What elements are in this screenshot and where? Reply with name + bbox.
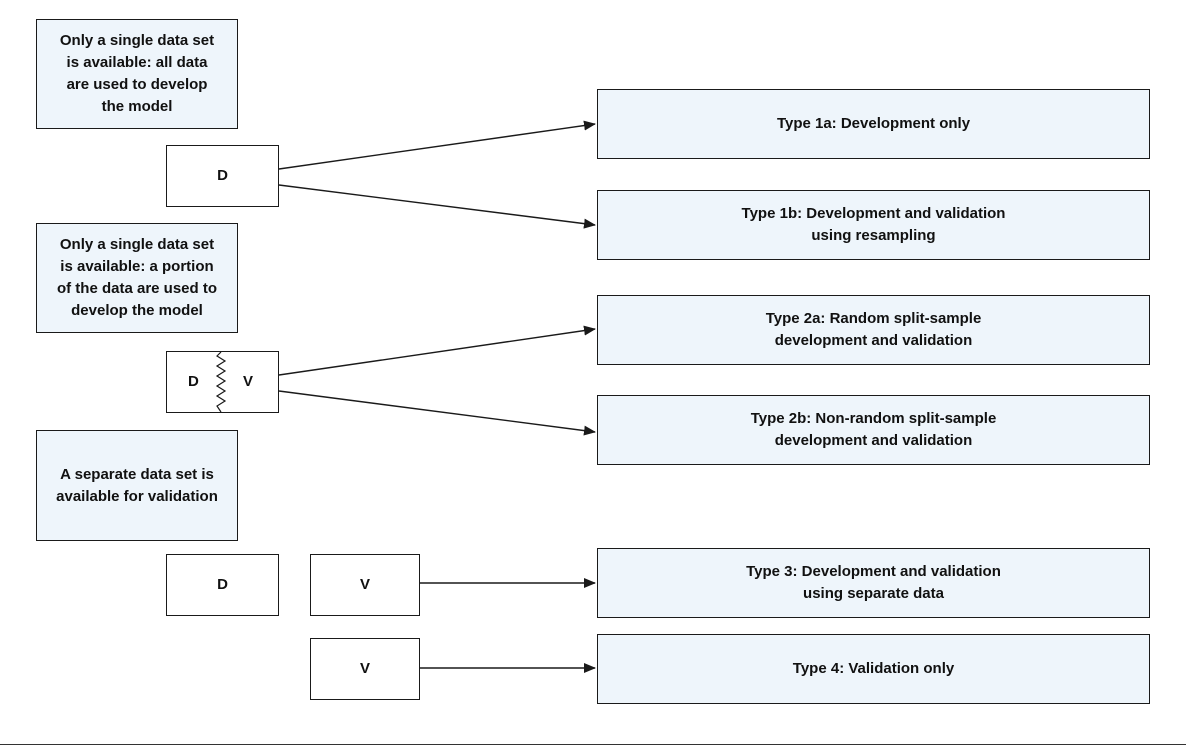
- condition-single-portion-data: Only a single data set is available: a p…: [36, 223, 238, 333]
- type-2b-box: Type 2b: Non-random split-sample develop…: [597, 395, 1150, 465]
- type-2a-box: Type 2a: Random split-sample development…: [597, 295, 1150, 365]
- separate-validation-data-box: V: [310, 554, 420, 616]
- condition-separate-data: A separate data set is available for val…: [36, 430, 238, 541]
- type-3-box: Type 3: Development and validation using…: [597, 548, 1150, 618]
- split-divider-zigzag: [215, 351, 227, 413]
- condition-single-all-data: Only a single data set is available: all…: [36, 19, 238, 129]
- split-data-box: D V: [166, 351, 279, 413]
- arrow-d-to-type-1a: [278, 120, 596, 170]
- arrow-d-to-type-1b: [278, 184, 596, 229]
- development-data-box: D: [166, 145, 279, 207]
- split-validation-label: V: [243, 373, 254, 390]
- bottom-divider-line: [0, 744, 1186, 745]
- split-development-label: D: [188, 373, 199, 390]
- type-1a-box: Type 1a: Development only: [597, 89, 1150, 159]
- separate-development-data-box: D: [166, 554, 279, 616]
- arrow-split-to-type-2a: [278, 325, 596, 376]
- type-1b-box: Type 1b: Development and validation usin…: [597, 190, 1150, 260]
- validation-only-data-box: V: [310, 638, 420, 700]
- type-4-box: Type 4: Validation only: [597, 634, 1150, 704]
- arrow-split-to-type-2b: [278, 390, 596, 436]
